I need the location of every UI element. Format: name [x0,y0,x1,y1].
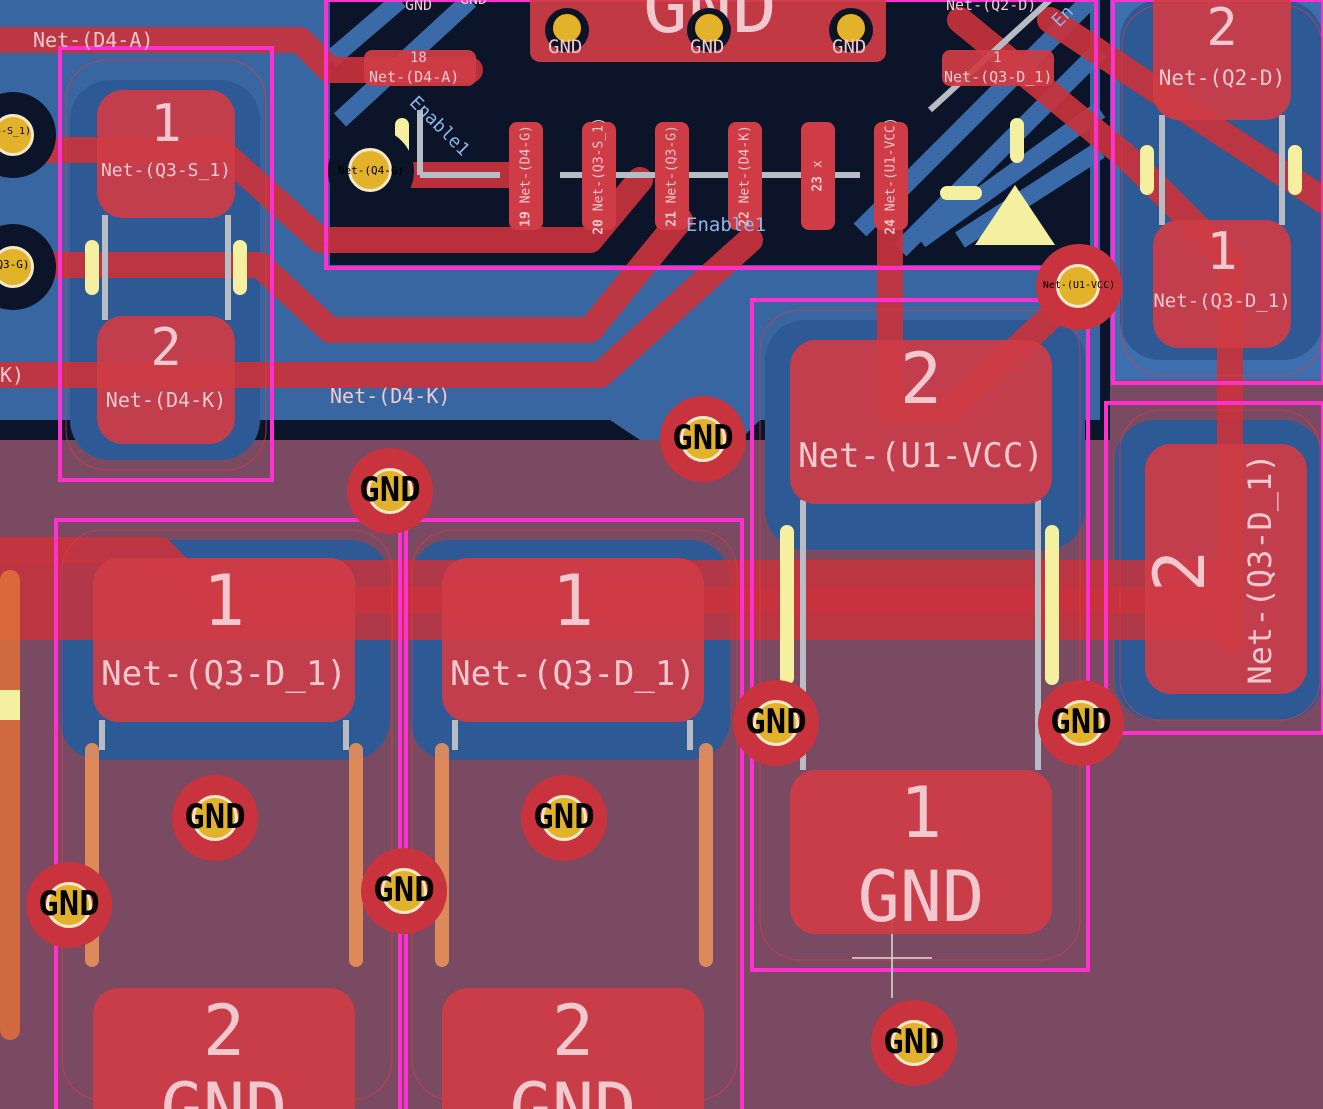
d4-pad-1-number: 1 [150,94,182,154]
gnd-via[interactable]: GND [361,848,447,934]
q3-right-pad-2-net: Net-(Q3-D_1) [1241,453,1279,685]
pin18-number: 18 [410,50,427,66]
pin1-number: 1 [993,50,1002,66]
ic-pin-20[interactable]: 20 Net-(Q3-S_1) [582,117,616,235]
d4-pad-2-net: Net-(D4-K) [105,388,227,412]
u1-pad-1-number: 1 [899,772,943,854]
ic-pin-19[interactable]: 19 Net-(D4-G) [509,122,543,230]
d4-pad-1[interactable] [97,90,235,218]
q2-pad-2[interactable] [1153,0,1291,120]
q3-left-pad-2-net: GND [160,1068,288,1109]
enable-bottom-label: Enable1 [686,214,767,236]
q3-mid-pad-2[interactable] [442,988,704,1109]
u1-pad-1[interactable] [790,770,1052,934]
pin1-net: Net-(Q3-D_1) [944,68,1053,86]
gnd-via[interactable]: GND [1038,680,1124,766]
q3-left-pad-1-number: 1 [202,560,246,642]
q3d-pad-1-top[interactable] [1153,220,1291,348]
q3d-pad-1-net: Net-(Q3-D_1) [1153,290,1291,312]
ic-pin-gnd-label: GND [690,36,725,58]
ic-pin-22-label: 22 Net-(D4-K) [737,125,753,227]
ic-pin-1[interactable] [942,50,1054,86]
u1-pad-2[interactable] [790,340,1052,504]
q2-pad-2-net: Net-(Q2-D) [1158,66,1286,90]
gnd-via[interactable]: GND [347,448,433,534]
q3-mid-pad-2-net: GND [509,1068,637,1109]
u1-pad-2-number: 2 [899,338,943,420]
q3-right-pad-2-number: 2 [1139,549,1221,593]
d4k-track-label: Net-(D4-K) [330,384,451,408]
q3-left-pad-2[interactable] [93,988,355,1109]
ic-pin-21-label: 21 Net-(Q3-G) [664,125,680,227]
q3-mid-pad-1-net: Net-(Q3-D_1) [450,654,696,694]
ic-pin-20-label: 20 Net-(Q3-S_1) [591,117,607,235]
q3-left-pad-2-number: 2 [202,990,246,1072]
d4-pad-1-net: Net-(Q3-S_1) [100,160,232,181]
q3-left-pad-1[interactable] [93,558,355,722]
d4a-track-label: Net-(D4-A) [33,28,154,52]
ic-pin-21[interactable]: 21 Net-(Q3-G) [655,122,689,230]
ic-pin-via-left[interactable] [545,8,589,52]
q3-right-pad-2[interactable] [1145,444,1307,694]
u1-pad-2-net: Net-(U1-VCC) [798,436,1044,476]
q3-mid-pad-1-number: 1 [551,560,595,642]
gnd-via[interactable]: GND [871,1000,957,1086]
ic-pin-23-label: 23 x [810,160,826,192]
q3-mid-pad-2-number: 2 [551,990,595,1072]
ic-pin-23[interactable]: 23 x [801,122,835,230]
via-q3s[interactable]: 3-S_1) [0,92,56,178]
d4-pad-2[interactable] [97,316,235,444]
ic-pin-18[interactable] [364,50,476,86]
gnd-via[interactable]: GND [26,862,112,948]
small-gnd-label: GND [460,0,487,8]
ic-pin-22[interactable]: 22 Net-(D4-K) [728,122,762,230]
q3-mid-pad-1[interactable] [442,558,704,722]
ic-pin-24[interactable]: 24 Net-(U1-VCC) [874,117,908,235]
via-q4g[interactable]: Net-(Q4-G) [328,128,414,214]
gnd-via[interactable]: GND [521,775,607,861]
ic-pin-gnd-label: GND [548,36,583,58]
gnd-via[interactable]: GND [660,396,746,482]
q3-left-pad-1-net: Net-(Q3-D_1) [101,654,347,694]
silkscreen-marks [0,118,1302,720]
d4-pad-2-number: 2 [150,318,182,378]
q2d-top-label: Net-(Q2-D) [946,0,1037,14]
pin18-net: Net-(D4-A) [369,68,460,86]
gnd-via[interactable]: GND [172,775,258,861]
small-gnd-label: GND [405,0,433,14]
ic-pin-24-label: 24 Net-(U1-VCC) [883,117,899,235]
via-u1vcc[interactable]: Net-(U1-VCC) [1036,244,1122,330]
q3d-pad-1-number: 1 [1206,222,1238,282]
u1-pad-1-net: GND [857,856,985,938]
ic-pin-gnd-label: GND [832,36,867,58]
k-left-label: K) [0,363,25,387]
ic-pin-19-label: 19 Net-(D4-G) [518,125,534,227]
edge-pad-left [0,570,20,1040]
ic-pin-via-right[interactable] [829,8,873,52]
q2-pad-2-number: 2 [1206,0,1238,58]
ic-pin-via-mid[interactable] [687,8,731,52]
gnd-via[interactable]: GND [733,680,819,766]
